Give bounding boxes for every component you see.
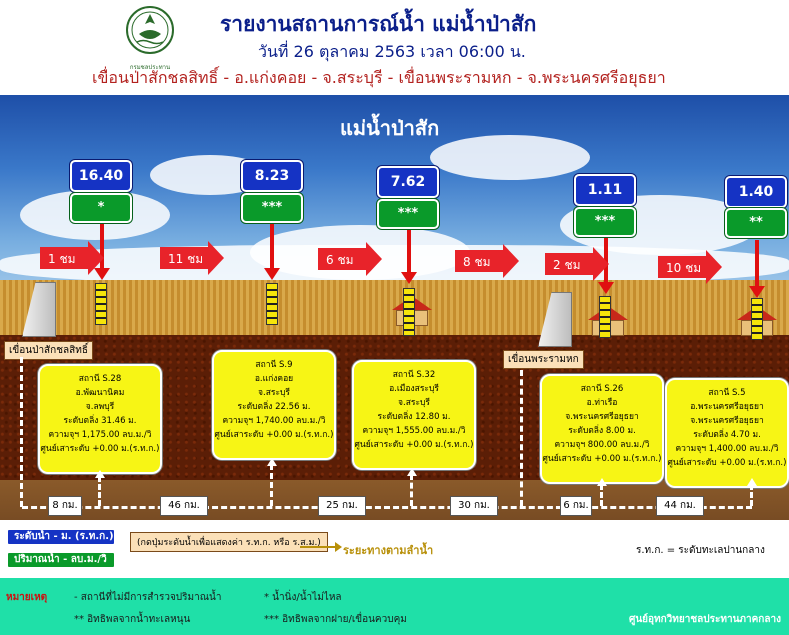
station-district: อ.พระนครศรีอยุธยา	[690, 402, 764, 412]
legend-flow: ปริมาณน้ำ - ลบ.ม./วิ	[6, 551, 116, 569]
station-district: อ.พัฒนานิคม	[75, 388, 125, 398]
station-datum: ศูนย์เสาระดับ +0.00 ม.(ร.ท.ก.)	[40, 444, 160, 454]
note-no-survey: - สถานีที่ไม่มีการสำรวจปริมาณน้ำ	[74, 592, 222, 603]
water-level-button[interactable]: 16.40	[70, 160, 132, 192]
direction-arrow-icon	[300, 542, 342, 552]
staff-gauge-icon	[95, 283, 107, 325]
station-bank-level: ระดับตลิ่ง 31.46 ม.	[63, 416, 137, 426]
station-district: อ.ท่าเรือ	[586, 398, 618, 408]
logo-caption: กรมชลประทาน	[129, 64, 171, 71]
water-level-button[interactable]: 1.11	[574, 174, 636, 206]
staff-gauge-icon	[266, 283, 278, 325]
river-path-line	[22, 506, 752, 509]
river-path-line	[20, 357, 23, 507]
note-still-water: * น้ำนิ่ง/น้ำไม่ไหล	[264, 592, 342, 603]
datum-definition: ร.ท.ก. = ระดับทะเลปานกลาง	[636, 545, 765, 556]
water-level-button[interactable]: 8.23	[241, 160, 303, 192]
flow-direction-label: ระยะทางตามลำน้ำ	[343, 544, 434, 557]
station-card-s28: สถานี S.28 อ.พัฒนานิคม จ.ลพบุรี ระดับตลิ…	[38, 364, 162, 474]
station-card-s32: สถานี S.32 อ.เมืองสระบุรี จ.สระบุรี ระดั…	[352, 360, 476, 470]
station-code: สถานี S.28	[78, 374, 122, 384]
staff-gauge-icon	[403, 288, 415, 336]
station-province: จ.พระนครศรีอยุธยา	[690, 416, 764, 426]
up-arrow-icon	[407, 468, 417, 476]
distance-label: 6 กม.	[560, 496, 592, 516]
station-bank-level: ระดับตลิ่ง 4.70 ม.	[693, 430, 761, 440]
river-path-line	[750, 484, 753, 506]
station-card-s5: สถานี S.5 อ.พระนครศรีอยุธยา จ.พระนครศรีอ…	[665, 378, 789, 488]
notes-label: หมายเหตุ	[6, 592, 48, 603]
station-province: จ.สระบุรี	[258, 388, 290, 398]
dam-label-lower: เขื่อนพระรามหก	[503, 350, 584, 369]
river-path-line	[600, 484, 603, 506]
distance-label: 46 กม.	[160, 496, 208, 516]
station-datum: ศูนย์เสาระดับ +0.00 ม.(ร.ท.ก.)	[354, 440, 474, 450]
station-code: สถานี S.5	[708, 388, 746, 398]
station-province: จ.สระบุรี	[398, 398, 430, 408]
note-tidal: ** อิทธิพลจากน้ำทะเลหนุน	[74, 614, 191, 625]
up-arrow-icon	[267, 458, 277, 466]
river-path-line	[98, 476, 101, 506]
flow-rate-box: ***	[241, 193, 303, 223]
report-date: วันที่ 26 ตุลาคม 2563 เวลา 06:00 น.	[258, 42, 526, 61]
water-level-button[interactable]: 1.40	[725, 176, 787, 208]
station-capacity: ความจุฯ 1,555.00 ลบ.ม./วิ	[362, 426, 466, 436]
distance-label: 44 กม.	[656, 496, 704, 516]
down-arrow-icon	[749, 240, 765, 298]
up-arrow-icon	[747, 478, 757, 486]
station-bank-level: ระดับตลิ่ง 22.56 ม.	[237, 402, 311, 412]
flow-rate-box: **	[725, 208, 787, 238]
station-district: อ.เมืองสระบุรี	[389, 384, 439, 394]
station-capacity: ความจุฯ 1,740.00 ลบ.ม./วิ	[222, 416, 326, 426]
down-arrow-icon	[401, 230, 417, 284]
station-card-s9: สถานี S.9 อ.แก่งคอย จ.สระบุรี ระดับตลิ่ง…	[212, 350, 336, 460]
station-capacity: ความจุฯ 1,175.00 ลบ.ม./วิ	[48, 430, 152, 440]
distance-label: 25 กม.	[318, 496, 366, 516]
station-code: สถานี S.9	[255, 360, 293, 370]
station-bank-level: ระดับตลิ่ง 8.00 ม.	[568, 426, 636, 436]
rid-logo-icon	[126, 6, 174, 54]
up-arrow-icon	[597, 478, 607, 486]
station-datum: ศูนย์เสาระดับ +0.00 ม.(ร.ท.ก.)	[542, 454, 662, 464]
distance-label: 8 กม.	[48, 496, 82, 516]
station-province: จ.พระนครศรีอยุธยา	[565, 412, 639, 422]
down-arrow-icon	[264, 224, 280, 280]
water-level-button[interactable]: 7.62	[377, 166, 439, 198]
legend-water-level: ระดับน้ำ - ม. (ร.ท.ก.)	[6, 528, 116, 546]
agency-name: ศูนย์อุทกวิทยาชลประทานภาคกลาง	[628, 614, 781, 625]
dam-label-upper: เขื่อนป่าสักชลสิทธิ์	[4, 341, 93, 360]
report-header: กรมชลประทาน รายงานสถานการณ์น้ำ แม่น้ำป่า…	[0, 0, 789, 95]
station-card-s26: สถานี S.26 อ.ท่าเรือ จ.พระนครศรีอยุธยา ร…	[540, 374, 664, 484]
footer-notes	[0, 578, 789, 635]
note-weir: *** อิทธิพลจากฝาย/เขื่อนควบคุม	[264, 614, 407, 625]
station-code: สถานี S.26	[580, 384, 624, 394]
river-name: แม่น้ำป่าสัก	[340, 116, 440, 140]
flow-rate-box: ***	[377, 199, 439, 229]
up-arrow-icon	[95, 470, 105, 478]
toggle-hint: (กดปุ่มระดับน้ำเพื่อแสดงค่า ร.ท.ก. หรือ …	[130, 532, 328, 552]
station-datum: ศูนย์เสาระดับ +0.00 ม.(ร.ท.ก.)	[214, 430, 334, 440]
river-path-line	[410, 474, 413, 506]
staff-gauge-icon	[751, 298, 763, 340]
station-datum: ศูนย์เสาระดับ +0.00 ม.(ร.ท.ก.)	[667, 458, 787, 468]
flow-rate-box: *	[70, 193, 132, 223]
station-capacity: ความจุฯ 1,400.00 ลบ.ม./วิ	[675, 444, 779, 454]
flow-rate-box: ***	[574, 207, 636, 237]
river-path-line	[520, 370, 523, 506]
station-bank-level: ระดับตลิ่ง 12.80 ม.	[377, 412, 451, 422]
route-description: เขื่อนป่าสักชลสิทธิ์ - อ.แก่งคอย - จ.สระ…	[92, 68, 666, 87]
station-code: สถานี S.32	[392, 370, 436, 380]
river-path-line	[270, 464, 273, 506]
station-province: จ.ลพบุรี	[85, 402, 115, 412]
staff-gauge-icon	[599, 296, 611, 338]
station-capacity: ความจุฯ 800.00 ลบ.ม./วิ	[554, 440, 650, 450]
station-district: อ.แก่งคอย	[254, 374, 294, 384]
distance-label: 30 กม.	[450, 496, 498, 516]
page-title: รายงานสถานการณ์น้ำ แม่น้ำป่าสัก	[220, 12, 537, 36]
